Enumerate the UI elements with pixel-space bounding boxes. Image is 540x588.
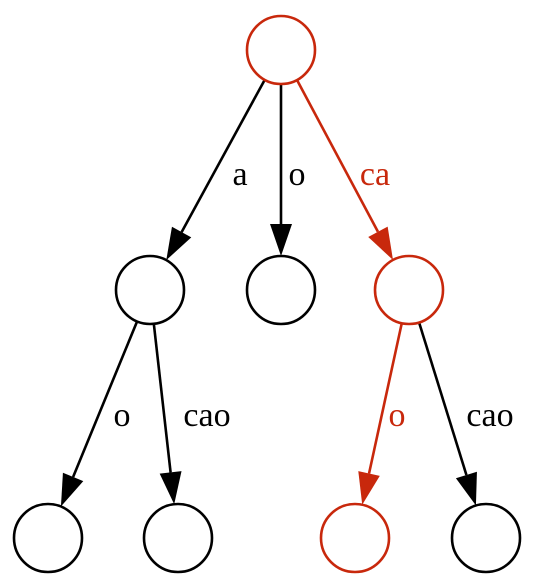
- edge-label-n_a-n_a_cao: cao: [183, 397, 230, 434]
- nodes-layer: [12, 14, 522, 574]
- edge-line: [367, 322, 404, 474]
- edge-n_a-n_a_o: [60, 320, 139, 507]
- edge-label-root-n_a: a: [232, 156, 247, 193]
- arrowhead-icon: [159, 471, 182, 505]
- node-root: [245, 14, 317, 86]
- edge-line: [180, 79, 266, 233]
- edge-label-n_ca-n_ca_cao: cao: [466, 397, 513, 434]
- node-n_ca_o: [319, 502, 391, 574]
- edge-line: [417, 322, 468, 476]
- arrowhead-icon: [60, 472, 84, 507]
- node-n_ca_cao: [450, 502, 522, 574]
- edge-root-n_o: [270, 84, 292, 256]
- edges-layer: [60, 79, 477, 507]
- edge-label-n_a-n_a_o: o: [114, 397, 131, 434]
- edge-root-n_ca: [295, 79, 393, 260]
- node-n_ca: [373, 254, 445, 326]
- node-n_a_cao: [142, 502, 214, 574]
- edge-label-n_ca-n_ca_o: o: [389, 397, 406, 434]
- edge-line: [71, 320, 139, 478]
- edge-n_ca-n_ca_cao: [417, 322, 477, 506]
- arrowhead-icon: [455, 471, 477, 506]
- arrowhead-icon: [166, 226, 192, 261]
- edge-line: [152, 323, 172, 473]
- edge-label-root-n_ca: ca: [360, 156, 390, 193]
- edge-root-n_a: [166, 79, 266, 261]
- edge-n_a-n_a_cao: [152, 323, 182, 505]
- arrowhead-icon: [270, 224, 292, 256]
- arrowhead-icon: [358, 471, 380, 505]
- node-n_o: [245, 254, 317, 326]
- edge-n_ca-n_ca_o: [358, 322, 404, 505]
- edge-label-root-n_o: o: [289, 156, 306, 193]
- arrowhead-icon: [368, 226, 393, 260]
- edge-line: [295, 79, 380, 233]
- node-n_a_o: [12, 502, 84, 574]
- node-n_a: [114, 254, 186, 326]
